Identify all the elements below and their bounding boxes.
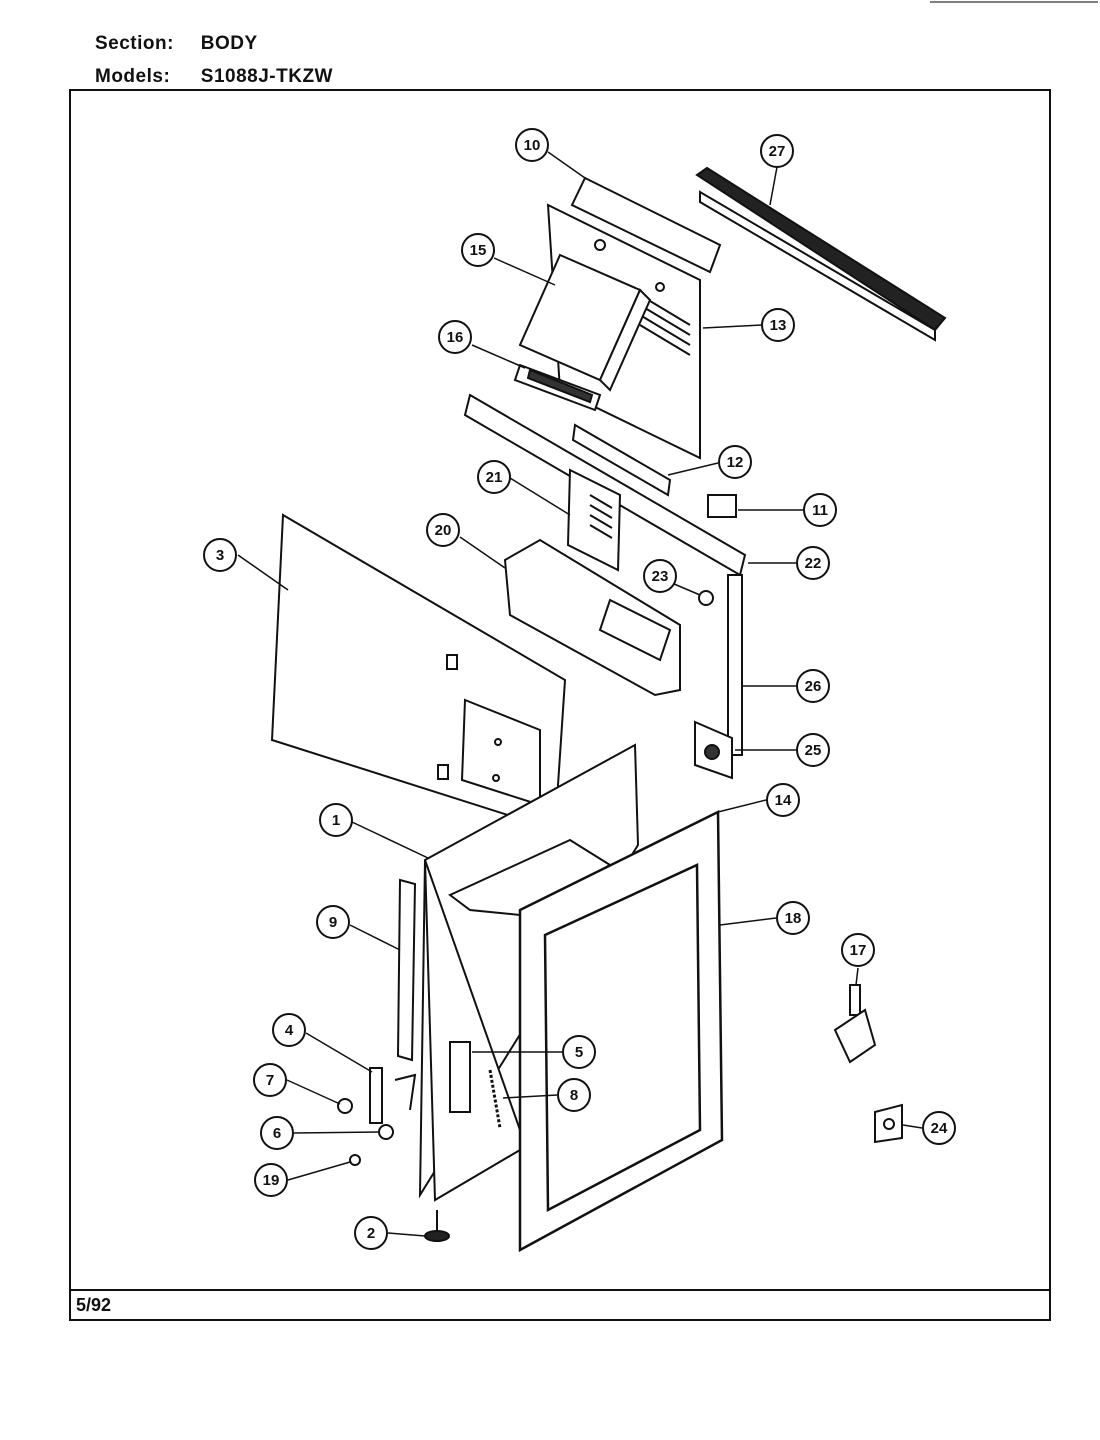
part-7-knob bbox=[337, 1098, 353, 1114]
callout-7: 7 bbox=[253, 1063, 287, 1097]
callout-14: 14 bbox=[766, 783, 800, 817]
svg-text:8: 8 bbox=[570, 1087, 578, 1104]
svg-text:11: 11 bbox=[812, 502, 828, 519]
callout-15: 15 bbox=[461, 233, 495, 267]
callout-18: 18 bbox=[776, 901, 810, 935]
part-9-side-strip bbox=[396, 878, 417, 1062]
svg-text:5: 5 bbox=[575, 1044, 583, 1061]
callout-8: 8 bbox=[557, 1078, 591, 1112]
part-18-door-frame bbox=[518, 809, 724, 1253]
callout-11: 11 bbox=[803, 493, 837, 527]
svg-text:7: 7 bbox=[266, 1072, 274, 1089]
revision-date: 5/92 bbox=[76, 1295, 112, 1315]
callout-25: 25 bbox=[796, 733, 830, 767]
models-value: S1088J-TKZW bbox=[200, 66, 333, 87]
part-19-screw bbox=[349, 1154, 361, 1166]
callout-5: 5 bbox=[562, 1035, 596, 1069]
callout-21: 21 bbox=[477, 460, 511, 494]
models-header: Models: S1088J-TKZW bbox=[95, 66, 333, 88]
svg-text:13: 13 bbox=[770, 317, 787, 334]
callout-13: 13 bbox=[761, 308, 795, 342]
svg-text:21: 21 bbox=[486, 469, 503, 486]
callout-17: 17 bbox=[841, 933, 875, 967]
callout-9: 9 bbox=[316, 905, 350, 939]
section-label: Section: bbox=[95, 33, 174, 54]
models-label: Models: bbox=[95, 66, 171, 87]
callout-16: 16 bbox=[438, 320, 472, 354]
part-5-latch bbox=[449, 1041, 471, 1113]
svg-text:24: 24 bbox=[931, 1120, 948, 1137]
svg-text:12: 12 bbox=[727, 454, 744, 471]
part-25-hinge-bracket bbox=[694, 720, 733, 780]
svg-text:14: 14 bbox=[775, 792, 792, 809]
callout-22: 22 bbox=[796, 546, 830, 580]
svg-text:23: 23 bbox=[652, 568, 669, 585]
part-4-lever bbox=[369, 1067, 417, 1124]
svg-text:3: 3 bbox=[216, 547, 224, 564]
part-2-leveling-foot bbox=[424, 1210, 450, 1242]
callouts: 10 27 15 13 16 12 21 11 20 22 3 23 26 25… bbox=[203, 128, 956, 1250]
svg-text:2: 2 bbox=[367, 1225, 375, 1242]
part-24-bracket bbox=[874, 1103, 903, 1144]
callout-2: 2 bbox=[354, 1216, 388, 1250]
svg-text:10: 10 bbox=[524, 137, 541, 154]
svg-text:22: 22 bbox=[805, 555, 822, 572]
section-header: Section: BODY bbox=[95, 33, 258, 55]
callout-24: 24 bbox=[922, 1111, 956, 1145]
svg-text:19: 19 bbox=[263, 1172, 280, 1189]
part-10-top-panel bbox=[570, 176, 722, 274]
part-23-screw bbox=[698, 590, 714, 606]
svg-text:9: 9 bbox=[329, 914, 337, 931]
svg-text:26: 26 bbox=[805, 678, 822, 695]
part-6-washer bbox=[378, 1124, 394, 1140]
callout-19: 19 bbox=[254, 1163, 288, 1197]
part-12-bracket bbox=[571, 423, 672, 497]
part-27-trim-bar bbox=[695, 166, 947, 342]
part-20-channel bbox=[503, 538, 681, 697]
callout-26: 26 bbox=[796, 669, 830, 703]
callout-27: 27 bbox=[760, 134, 794, 168]
callout-1: 1 bbox=[319, 803, 353, 837]
svg-text:18: 18 bbox=[785, 910, 802, 927]
callout-23: 23 bbox=[643, 559, 677, 593]
outer-border bbox=[69, 89, 1051, 1321]
svg-text:16: 16 bbox=[447, 329, 464, 346]
callout-20: 20 bbox=[426, 513, 460, 547]
svg-text:27: 27 bbox=[769, 143, 786, 160]
part-16-plate bbox=[513, 363, 602, 412]
part-17-handle bbox=[833, 984, 877, 1064]
svg-text:25: 25 bbox=[805, 742, 822, 759]
callout-10: 10 bbox=[515, 128, 549, 162]
part-26-rod bbox=[727, 574, 743, 756]
callout-3: 3 bbox=[203, 538, 237, 572]
callout-4: 4 bbox=[272, 1013, 306, 1047]
part-3-side-panel bbox=[270, 513, 567, 832]
svg-text:15: 15 bbox=[470, 242, 487, 259]
svg-text:4: 4 bbox=[285, 1022, 294, 1039]
svg-text:1: 1 bbox=[332, 812, 340, 829]
section-value: BODY bbox=[200, 33, 258, 54]
callout-12: 12 bbox=[718, 445, 752, 479]
diagram-border bbox=[69, 89, 1051, 1321]
svg-text:17: 17 bbox=[850, 942, 867, 959]
svg-text:6: 6 bbox=[273, 1125, 281, 1142]
callout-6: 6 bbox=[260, 1116, 294, 1150]
part-21-vent-panel bbox=[566, 468, 622, 572]
part-11-clip bbox=[707, 494, 737, 518]
svg-text:20: 20 bbox=[435, 522, 452, 539]
part-15-hood bbox=[518, 253, 652, 392]
